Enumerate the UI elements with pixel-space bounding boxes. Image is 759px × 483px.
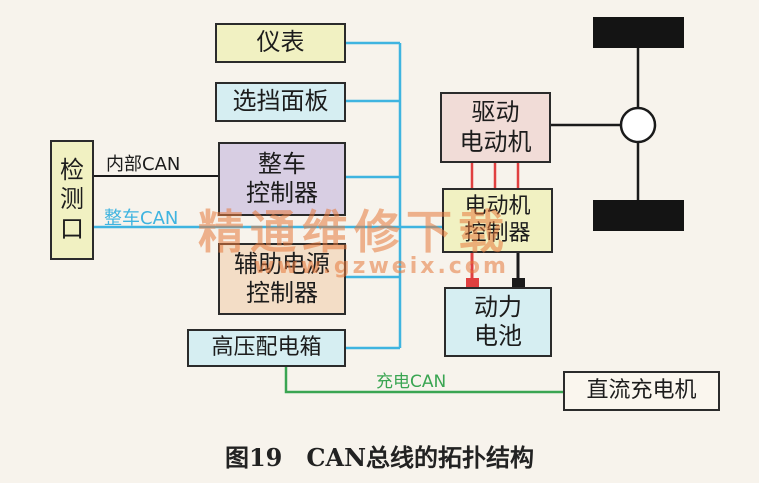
diag-port-char-1: 检 [60,156,84,185]
charge-can-wire [284,366,563,394]
diag-port-char-3: 口 [60,214,84,243]
battery-box: 动力 电池 [444,287,552,357]
drive-motor-label-line1: 驱动 [471,98,520,127]
charge-can-label: 充电CAN [376,372,447,392]
figure-caption: 图19 CAN总线的拓扑结构 [224,443,535,472]
aux-power-label-line2: 控制器 [246,279,318,307]
hv-box: 高压配电箱 [187,329,346,367]
battery-label-line1: 动力 [474,292,522,321]
vehicle-can-label: 整车CAN [104,208,179,229]
motor-controller-label-line1: 电动机 [464,193,531,219]
battery-positive-terminal [466,278,479,288]
vcu-label-line2: 控制器 [246,179,318,207]
drive-motor-label-line2: 电动机 [459,127,532,156]
aux-power-box: 辅助电源 控制器 [218,243,346,315]
dc-charger-label: 直流充电机 [586,377,697,403]
motor-power-cables [470,163,520,188]
drive-motor-box: 驱动 电动机 [440,92,551,163]
wheel-top [593,17,684,48]
drive-axle [551,48,657,202]
diag-port-char-2: 测 [60,185,84,214]
vehicle-can-wires [94,41,442,350]
vcu-label-line1: 整车 [258,149,306,178]
aux-power-label-line1: 辅助电源 [234,249,330,278]
motor-controller-box: 电动机 控制器 [442,188,553,253]
motor-controller-label-line2: 控制器 [464,220,531,246]
gear-panel-box: 选挡面板 [215,82,346,122]
hv-box-label: 高压配电箱 [211,334,322,360]
internal-can-label: 内部CAN [106,154,181,175]
dc-charger-box: 直流充电机 [563,371,720,411]
battery-label-line2: 电池 [474,322,522,350]
instrument-box: 仪表 [215,23,346,63]
wheel-bottom [593,200,684,231]
gear-panel-label: 选挡面板 [232,87,329,116]
battery-negative-terminal [512,278,525,288]
diag-port-box: 检 测 口 [50,140,94,260]
vcu-box: 整车 控制器 [218,142,346,216]
instrument-label: 仪表 [256,28,305,57]
